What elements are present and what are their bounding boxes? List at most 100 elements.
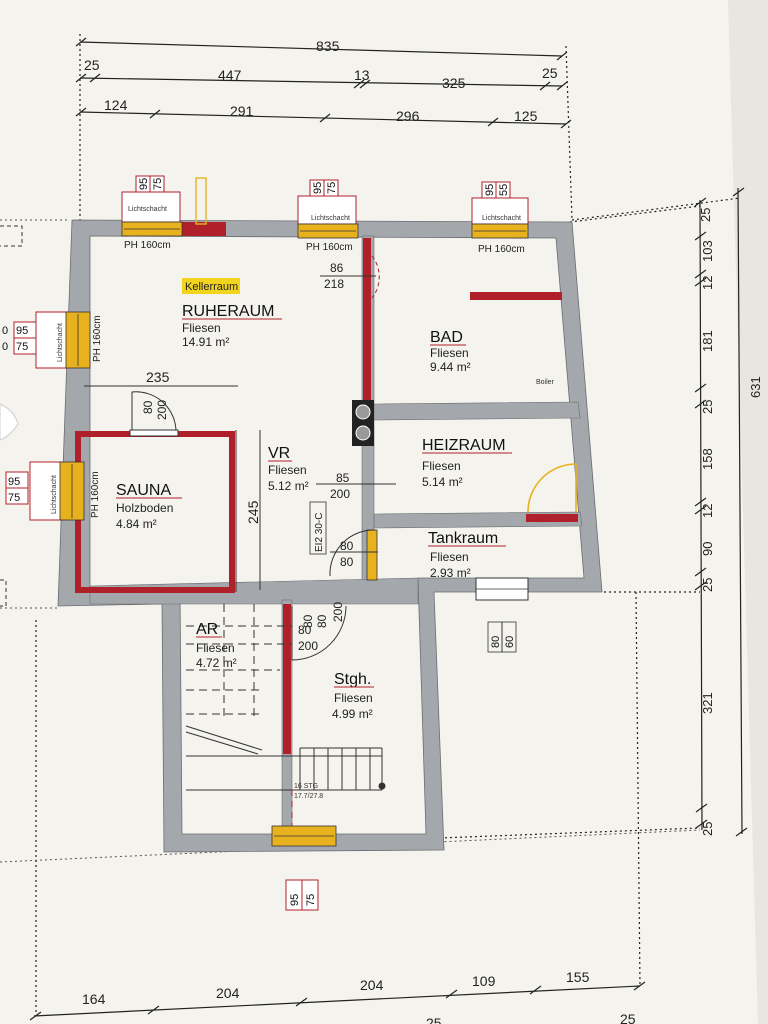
dim-right-3: 181 [700,330,715,352]
room-bad-name: BAD [430,329,463,346]
bottom-dimensions [29,591,646,1021]
door-ar-w: 80 [301,614,315,628]
w3-a: 95 [484,184,496,196]
room-vr-name: VR [268,445,290,462]
w3-shaft: Lichtschacht [482,215,521,222]
room-sauna-name: SAUNA [116,482,171,499]
fire-door-rating: EI2 30-C [314,513,325,552]
door-tank-h: 80 [340,555,354,569]
w4-cut-a: 0 [2,325,8,337]
dim-top-r3-0: 124 [104,97,128,113]
ar-dashed [186,604,292,720]
room-sauna-area: 4.84 m² [116,517,157,531]
dim-right-10: 25 [700,822,715,836]
w1-ph: PH 160cm [124,240,171,251]
top-dimensions [75,34,573,221]
room-vr-floor: Fliesen [268,463,307,477]
stair-steps: 16 STG [294,783,318,790]
w2-shaft: Lichtschacht [311,215,350,222]
w5-a: 95 [8,476,20,488]
paper-edge [728,0,768,1024]
room-vr-area: 5.12 m² [268,479,309,493]
paper-tear [0,403,19,441]
w4-a: 95 [16,325,28,337]
w4-shaft: Lichtschacht [57,323,64,362]
w2-b: 75 [326,182,338,194]
dim-top-r2-3: 325 [442,75,466,91]
window-labels: 95 75 Lichtschacht PH 160cm 95 75 Lichts… [2,178,525,906]
door-stgh-h: 200 [331,602,345,622]
room-ruheraum-name: RUHERAUM [182,303,274,320]
room-ruheraum-area: 14.91 m² [182,335,229,349]
stair-ratio: 17.7/27.8 [294,793,323,800]
door-ar-w2: 80 [298,623,312,637]
dim-top-r2-4: 25 [542,65,558,81]
room-ar-floor: Fliesen [196,641,235,655]
w3-b: 55 [498,184,510,196]
dim-right-2: 12 [700,276,715,290]
dim-bottom-3: 109 [472,973,496,989]
dim-right-6: 12 [700,504,715,518]
dim-bottom-1: 204 [216,985,240,1001]
room-tankraum-name: Tankraum [428,530,498,547]
dim-bottom-4: 155 [566,969,590,985]
room-stgh-floor: Fliesen [334,691,373,705]
dim-bottom-partial-1: 25 [620,1011,636,1024]
right-dim-labels: 25 103 12 181 25 158 12 90 25 321 25 631 [698,208,763,836]
w4-ph: PH 160cm [92,315,103,362]
dim-245: 245 [245,500,261,524]
dim-right-4: 25 [700,400,715,414]
room-heizraum-name: HEIZRAUM [422,437,506,454]
room-bad-note: Boiler [536,379,555,386]
w4-cut-b: 0 [2,341,8,353]
w2-a: 95 [312,182,324,194]
w4-b: 75 [16,341,28,353]
wt-a: 80 [490,636,502,648]
outer-walls [57,219,603,853]
door-tank-w: 80 [340,539,354,553]
door1-h: 218 [324,277,344,291]
dim-top-r2-1: 447 [218,67,242,83]
door1-w: 86 [330,261,344,275]
heater-symbol [352,400,374,446]
dim-bottom-partial-0: 25 [426,1015,442,1024]
wb-b: 75 [305,894,317,906]
wt-b: 60 [504,636,516,648]
room-stgh-area: 4.99 m² [332,707,373,721]
door-sauna-w: 80 [141,400,155,414]
door-ar-h: 200 [298,639,318,653]
dim-right-5: 158 [700,448,715,470]
w5-b: 75 [8,492,20,504]
room-bad-area: 9.44 m² [430,360,471,374]
dim-top-r2-2: 13 [354,67,370,83]
room-heizraum-area: 5.14 m² [422,475,463,489]
room-tankraum-floor: Fliesen [430,550,469,564]
wb-a: 95 [289,894,301,906]
dim-top-r3-1: 291 [230,103,254,119]
partial-box-left [0,225,23,247]
w1-b: 75 [152,178,164,190]
kellerraum-tag-bg [182,278,240,294]
dim-bottom-0: 164 [82,991,106,1007]
dim-right-total: 631 [748,376,763,398]
fire-door-box [309,501,327,555]
w5-ph: PH 160cm [90,471,101,518]
w5-shaft: Lichtschacht [51,475,58,514]
light-shaft-2 [297,195,357,225]
dim-top-r2-0: 25 [84,57,100,73]
w1-a: 95 [138,178,150,190]
kellerraum-tag: Kellerraum [185,281,238,293]
room-ar-area: 4.72 m² [196,656,237,670]
right-dimensions [439,187,748,839]
light-shaft-3 [471,197,529,225]
room-tankraum-area: 2.93 m² [430,566,471,580]
dim-right-0: 25 [698,208,713,222]
room-bad-floor: Fliesen [430,346,469,360]
dim-top-total: 835 [316,38,340,54]
doors [129,255,577,661]
dim-right-9: 321 [700,692,715,714]
dim-top-r3-2: 296 [396,108,420,124]
dim-bottom-2: 204 [360,977,384,993]
dim-right-8: 25 [700,578,715,592]
windows [5,175,529,911]
